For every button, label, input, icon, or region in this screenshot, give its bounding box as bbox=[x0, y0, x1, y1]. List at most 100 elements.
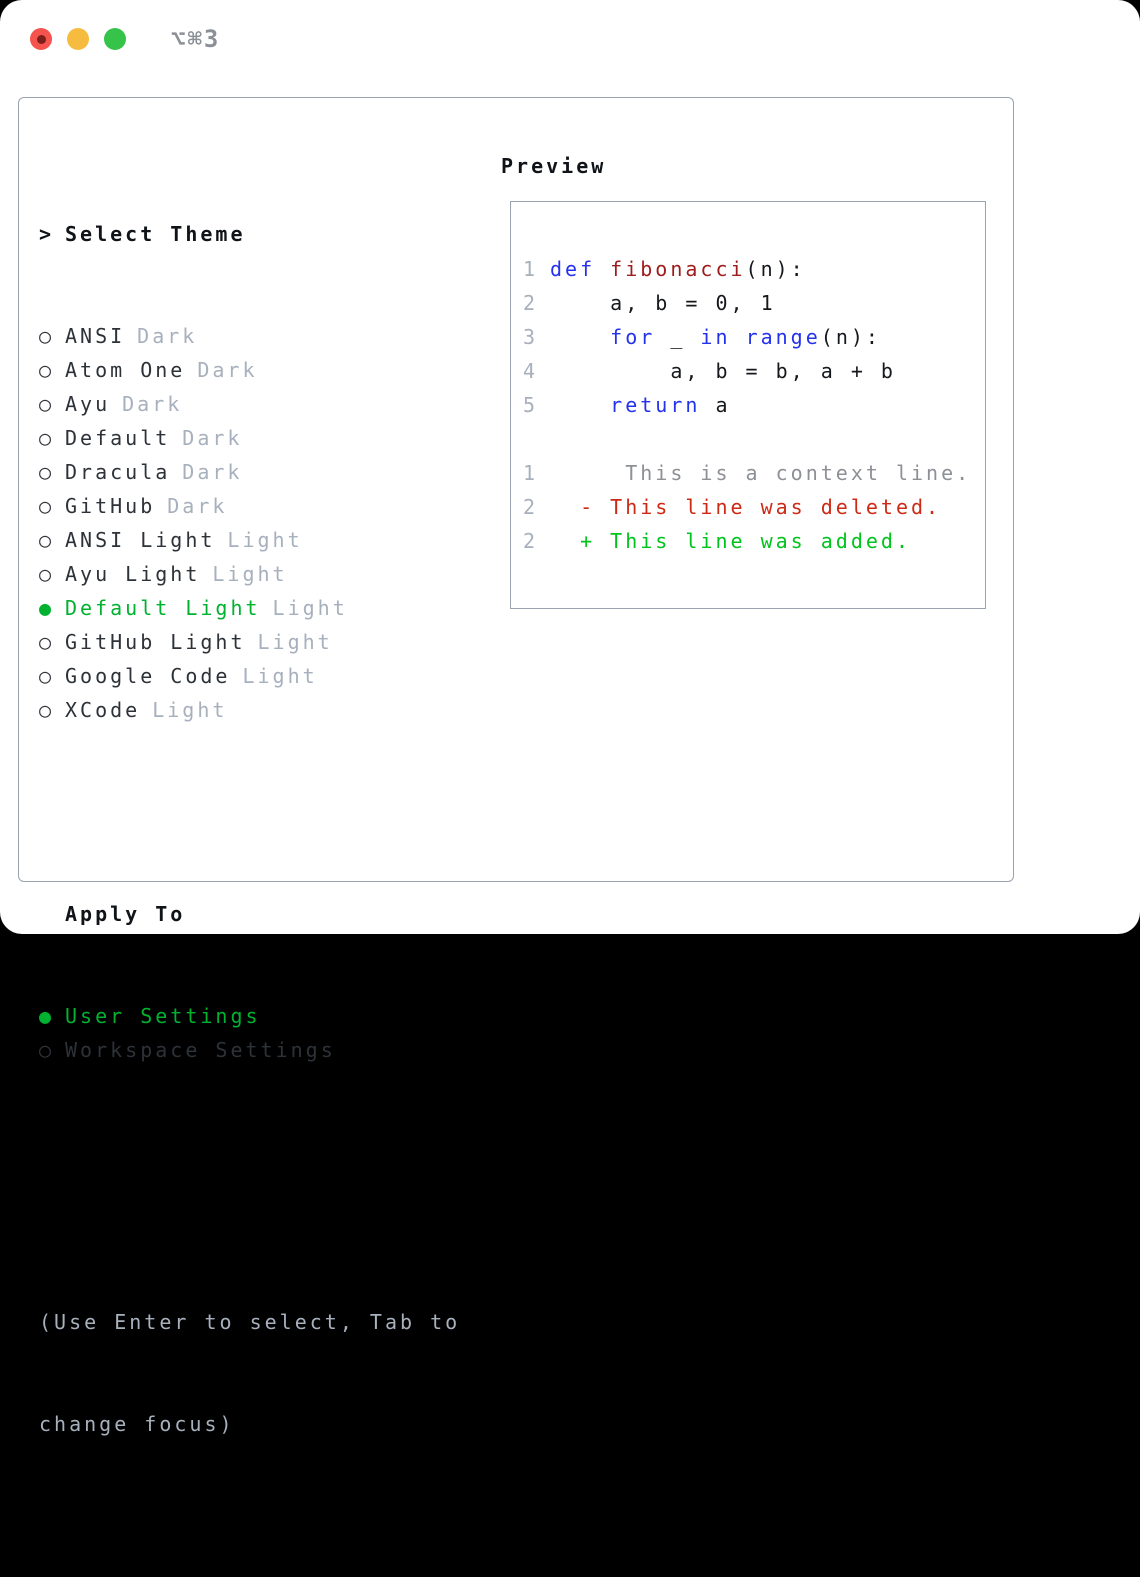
theme-variant: Dark bbox=[137, 324, 198, 348]
theme-name: Ayu Light bbox=[65, 562, 201, 586]
minimize-button[interactable] bbox=[67, 28, 89, 50]
line-number: 2 bbox=[523, 529, 539, 553]
code-token: for bbox=[610, 325, 656, 349]
preview-title: Preview bbox=[501, 154, 607, 178]
theme-variant: Light bbox=[272, 596, 348, 620]
close-button[interactable] bbox=[30, 28, 52, 50]
theme-name: Atom One bbox=[65, 358, 186, 382]
line-number: 1 bbox=[523, 257, 539, 281]
focus-marker-icon: > bbox=[39, 222, 52, 246]
theme-name: Google Code bbox=[65, 664, 231, 688]
code-token: fibonacci bbox=[610, 257, 746, 281]
code-token: This is a context line. bbox=[550, 461, 972, 485]
record-dot-icon bbox=[36, 34, 46, 44]
code-token: range bbox=[745, 325, 821, 349]
code-line: 5 return a bbox=[523, 388, 985, 422]
code-token bbox=[550, 393, 610, 417]
help-line-2: change focus) bbox=[39, 1412, 235, 1436]
apply-option[interactable]: ○Workspace Settings bbox=[39, 1033, 460, 1067]
code-line: 3 for _ in range(n): bbox=[523, 320, 985, 354]
radio-icon: ○ bbox=[39, 392, 52, 416]
zoom-button[interactable] bbox=[104, 28, 126, 50]
theme-variant: Dark bbox=[122, 392, 183, 416]
spacer-row bbox=[39, 1135, 460, 1169]
code-token bbox=[595, 257, 610, 281]
radio-icon: ○ bbox=[39, 562, 52, 586]
line-number: 2 bbox=[523, 291, 539, 315]
apply-option[interactable]: ●User Settings bbox=[39, 999, 460, 1033]
code-line: 1 def fibonacci(n): bbox=[523, 252, 985, 286]
theme-option[interactable]: ○ GitHub Dark bbox=[39, 489, 460, 523]
theme-selector-header: > Select Theme bbox=[39, 217, 460, 251]
theme-option[interactable]: ● Default Light Light bbox=[39, 591, 460, 625]
radio-icon: ○ bbox=[39, 664, 52, 688]
radio-icon: ○ bbox=[39, 358, 52, 382]
theme-variant: Dark bbox=[182, 426, 243, 450]
apply-option-label: Workspace Settings bbox=[65, 1038, 336, 1062]
apply-option-label: User Settings bbox=[65, 1004, 261, 1028]
theme-variant: Dark bbox=[167, 494, 228, 518]
code-line bbox=[523, 422, 985, 456]
theme-option[interactable]: ○ ANSI Dark bbox=[39, 319, 460, 353]
code-token: a bbox=[700, 393, 731, 417]
theme-variant: Dark bbox=[182, 460, 243, 484]
line-number: 4 bbox=[523, 359, 539, 383]
theme-name: Ayu bbox=[65, 392, 111, 416]
theme-name: XCode bbox=[65, 698, 141, 722]
code-token: + This line was added. bbox=[550, 529, 911, 553]
theme-option[interactable]: ○ Dracula Dark bbox=[39, 455, 460, 489]
theme-variant: Light bbox=[212, 562, 288, 586]
theme-name: Dracula bbox=[65, 460, 171, 484]
theme-selector-title: Select Theme bbox=[65, 222, 246, 246]
theme-name: Default bbox=[65, 426, 171, 450]
theme-name: Default Light bbox=[65, 596, 261, 620]
preview-pane: 1 def fibonacci(n): 2 a, b = 0, 1 3 for _ i… bbox=[510, 201, 986, 609]
code-token bbox=[731, 325, 746, 349]
theme-name: GitHub bbox=[65, 494, 156, 518]
theme-option[interactable]: ○ Ayu Light Light bbox=[39, 557, 460, 591]
window-shortcut-label: ⌥⌘3 bbox=[171, 25, 221, 53]
theme-option[interactable]: ○ Ayu Dark bbox=[39, 387, 460, 421]
line-number: 3 bbox=[523, 325, 539, 349]
theme-variant: Light bbox=[227, 528, 303, 552]
radio-icon: ○ bbox=[39, 528, 52, 552]
radio-icon: ● bbox=[39, 596, 52, 620]
theme-name: ANSI Light bbox=[65, 528, 216, 552]
titlebar: ⌥⌘3 bbox=[30, 25, 221, 53]
radio-icon: ○ bbox=[39, 460, 52, 484]
radio-icon: ○ bbox=[39, 324, 52, 348]
code-token: - This line was deleted. bbox=[550, 495, 942, 519]
code-token: (n): bbox=[745, 257, 806, 281]
code-token: a, b = 0, 1 bbox=[550, 291, 776, 315]
line-number: 2 bbox=[523, 495, 539, 519]
apply-to-header: Apply To bbox=[39, 897, 460, 931]
theme-name: ANSI bbox=[65, 324, 126, 348]
theme-variant: Light bbox=[257, 630, 333, 654]
line-number: 1 bbox=[523, 461, 539, 485]
line-number: 5 bbox=[523, 393, 539, 417]
code-token: def bbox=[550, 257, 596, 281]
spacer-row bbox=[39, 795, 460, 829]
code-line: 2 - This line was deleted. bbox=[523, 490, 985, 524]
theme-option[interactable]: ○ ANSI Light Light bbox=[39, 523, 460, 557]
apply-to-title: Apply To bbox=[65, 902, 186, 926]
code-line: 4 a, b = b, a + b bbox=[523, 354, 985, 388]
code-preview: 1 def fibonacci(n): 2 a, b = 0, 1 3 for _ i… bbox=[511, 202, 985, 558]
code-token: return bbox=[610, 393, 701, 417]
radio-icon: ○ bbox=[39, 698, 52, 722]
help-line-1: (Use Enter to select, Tab to bbox=[39, 1310, 461, 1334]
radio-icon: ○ bbox=[39, 494, 52, 518]
code-token bbox=[550, 325, 610, 349]
apply-options: ●User Settings○Workspace Settings bbox=[39, 999, 460, 1067]
code-line: 1 This is a context line. bbox=[523, 456, 985, 490]
help-text: (Use Enter to select, Tab to change focu… bbox=[39, 1237, 460, 1509]
code-token: _ bbox=[655, 325, 701, 349]
